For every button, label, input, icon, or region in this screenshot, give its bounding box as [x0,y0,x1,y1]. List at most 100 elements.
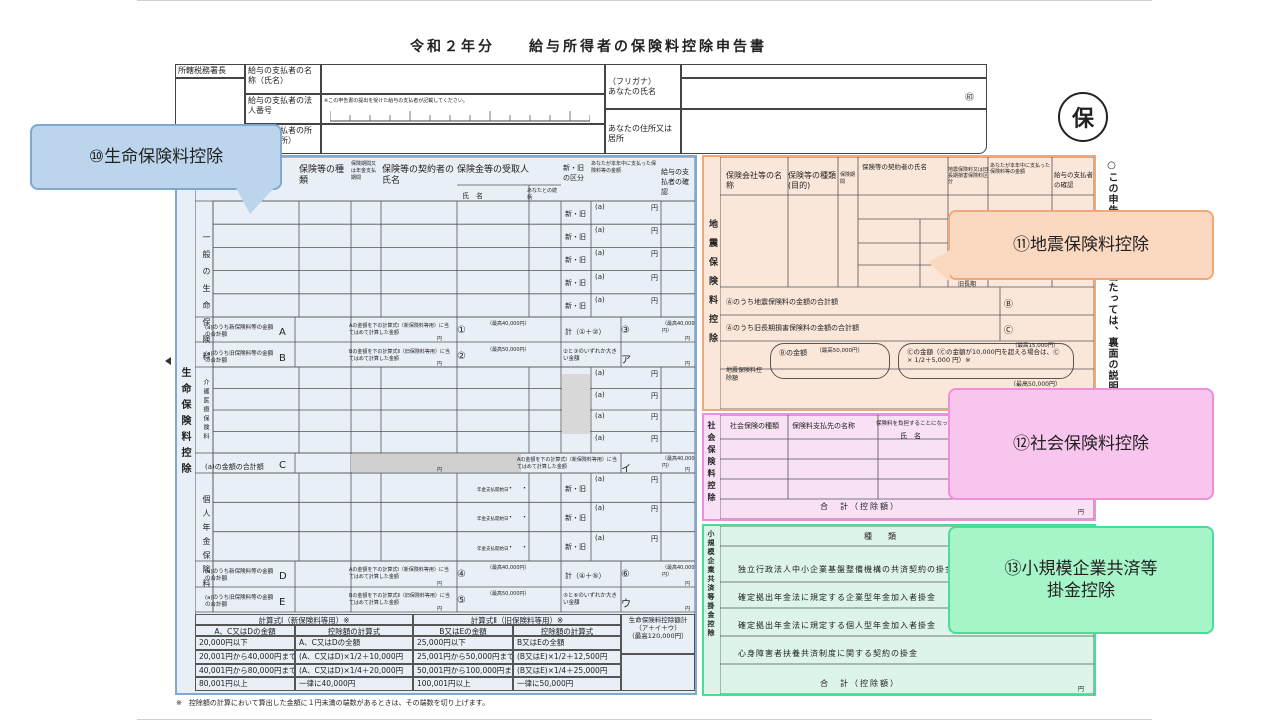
sb-row-0: 独立行政法人中小企業基盤整備機構の共済契約の掛金 [738,565,954,574]
ippan-newold-3[interactable]: 新・旧 [565,279,586,288]
life-c-calc-note: Aの金額を下の計算式Ⅰ（新保険料等用）に当てはめて計算した金額 [517,457,617,470]
ippan-yen-1: 円 [651,227,658,236]
life-kaigo-shaded [562,374,590,434]
nenkin-newold-1[interactable]: 新・旧 [565,514,586,522]
eq-header-period: 保険期間 [840,172,856,185]
life-mark-6: ⑥ [621,569,630,580]
life-sum-yen-a3: 円 [437,581,443,587]
life-ippan-label: 一般の生命保険料 [202,233,211,369]
callout-life-insurance: ⑩生命保険料控除 [30,124,282,190]
ippan-yen-3: 円 [651,273,658,282]
payer-number-field[interactable]: ※この申告書の提出を受けた給与の支払者が記載してください。 [321,94,605,124]
sb-header: 種 類 [864,532,896,541]
calc-row-1-cell-2: 25,001円から50,000円まで [413,649,513,664]
calc-total-field[interactable] [621,654,695,691]
nenkin-date-dots-0: ・ ・ [507,484,528,492]
kaigo-yen-0: 円 [651,370,658,378]
payer-number-label: 給与の支払者の法人番号 [245,94,321,124]
sb-total-label: 合 計（控除額） [820,679,900,688]
life-mark-2: ② [457,351,466,362]
calc-formula2-header: 計算式Ⅱ（旧保険料等用）※ [413,614,621,625]
calc-row-3-cell-2: 100,001円以上 [413,677,513,691]
calc-row-2-cell-3: (B又はE)×1/4＋25,000円 [513,663,621,678]
life-header-amount: あなたが本年中に支払った保険料等の金額 [591,161,657,174]
eq-mark-c: Ⓒ [1004,326,1014,336]
calc-row-0-cell-0: 20,000円以下 [195,636,295,650]
life-mark-i: イ [621,464,631,475]
life-sum-yen-a4: 円 [437,606,443,612]
nenkin-date-label-1: 年金支払開始日 [477,517,509,523]
social-header-bearer-name: 氏 名 [900,432,921,440]
life-header-kind: 保険等の種類 [299,165,345,186]
payer-address-field[interactable] [321,124,605,154]
callout-sb-line2: 掛金控除 [1047,581,1115,601]
sb-total-yen: 円 [1078,686,1085,693]
your-name-text: あなたの氏名 [608,87,656,96]
life-max-1: （最高40,000円） [487,321,530,327]
callout-social-insurance: ⑫社会保険料控除 [948,388,1214,500]
ippan-newold-1[interactable]: 新・旧 [565,232,586,241]
furigana-field[interactable] [681,64,987,78]
nenkin-amount-mark-0: (a) [595,475,605,483]
life-mark-u: ウ [621,599,631,610]
eq-header-category: 地震保険料又は旧長期損害保険料区分 [948,167,989,185]
sb-row-1: 確定拠出年金法に規定する企業型年金加入者掛金 [738,593,936,602]
eq-header-amount: あなたが本年中に支払った保険料等の金額 [990,163,1051,175]
life-compare-23: ②と③のいずれか大きい金額 [563,349,617,362]
form-footnote: ※ 控除額の計算において算出した金額に１円未満の端数があるときは、その端数を切り… [176,699,489,707]
eq-calc-b-max: （最高50,000円） [816,348,863,354]
life-grid [195,157,695,622]
calc-row-2-cell-1: (A、C又はD)×1/4＋20,000円 [295,663,413,678]
form-title: 令和２年分 給与所得者の保険料控除申告書 [410,39,767,55]
life-header-newold: 新・旧の区分 [563,164,584,182]
life-max-3: （最高40,000円） [662,321,695,334]
callout-sb-line1: ⑬小規模企業共済等 [1004,559,1158,579]
calc-row-3-cell-1: 一律に40,000円 [295,677,413,691]
life-d-label: (a)のうち新保険料等の金額の合計額 [205,569,274,582]
life-sum-yen-a0: 円 [437,336,443,342]
tax-office-label: 所轄税務署長 [175,64,245,78]
life-header-confirm: 給与の支払者の確認 [661,168,689,196]
life-row-b: B [279,353,286,364]
insurance-stamp: 保 [1058,92,1108,142]
your-address-label: あなたの住所又は居所 [605,109,681,154]
life-kaigo-label: 介護医療保険料 [202,379,209,442]
life-vertical-title: 生命保険料控除 [179,367,190,479]
life-c-label: (a)の金額の合計額 [205,463,264,471]
social-total-label: 合 計（控除額） [820,502,900,511]
furigana-label: （フリガナ） [608,77,656,86]
life-row-c: C [279,460,286,471]
ippan-newold-0[interactable]: 新・旧 [565,209,586,218]
life-max-6: （最高40,000円） [662,565,695,578]
calc-formula1-header: 計算式Ⅰ（新保険料等用）※ [195,614,413,625]
ippan-yen-4: 円 [651,296,658,305]
your-address-field[interactable] [681,109,987,154]
eq-header-kind: 保険等の種類(目的) [788,171,836,190]
nenkin-amount-mark-2: (a) [595,533,605,542]
payer-name-field[interactable] [321,64,605,94]
ippan-newold-2[interactable]: 新・旧 [565,256,586,264]
nenkin-newold-2[interactable]: 新・旧 [565,543,586,552]
life-header-contractor: 保険等の契約者の氏名 [382,165,455,186]
eq-deduct-label: 地震保険料控除額 [726,367,763,382]
ippan-newold-4[interactable]: 新・旧 [565,302,586,311]
life-sum-yen-a2: 円 [437,467,443,473]
life-b-label: (a)のうち旧保険料等の金額の合計額 [205,351,274,364]
ippan-amount-mark-3: (a) [595,272,605,281]
sb-row-3: 心身障害者扶養共済制度に関する契約の掛金 [738,649,918,658]
earthquake-section: 地震保険料控除 保険会社等の名称 保険等の種類(目的) 保険期間 保険等の契約者… [702,155,1096,411]
nenkin-newold-0[interactable]: 新・旧 [565,484,586,493]
social-header-bearer: 保険料を負担することになっている人 [876,421,970,427]
ippan-amount-mark-1: (a) [595,226,605,235]
life-mark-4: ④ [457,569,466,580]
your-name-label: （フリガナ） あなたの氏名 [605,64,681,109]
eq-sum-label-2: Ⓐのうち旧長期損害保険料の金額の合計額 [726,324,859,332]
calc-row-2-cell-0: 40,001円から80,000円まで [195,663,295,678]
calc-row-2-cell-2: 50,001円から100,000円まで [413,663,513,678]
ippan-amount-mark-4: (a) [595,295,605,304]
life-mark-1: ① [457,325,466,336]
your-name-field[interactable]: ㊞ [681,78,987,109]
callout-earthquake: ⑪地震保険料控除 [948,210,1214,280]
calc-row-0-cell-3: B又はEの全額 [513,636,621,650]
kaigo-yen-2: 円 [651,413,658,421]
